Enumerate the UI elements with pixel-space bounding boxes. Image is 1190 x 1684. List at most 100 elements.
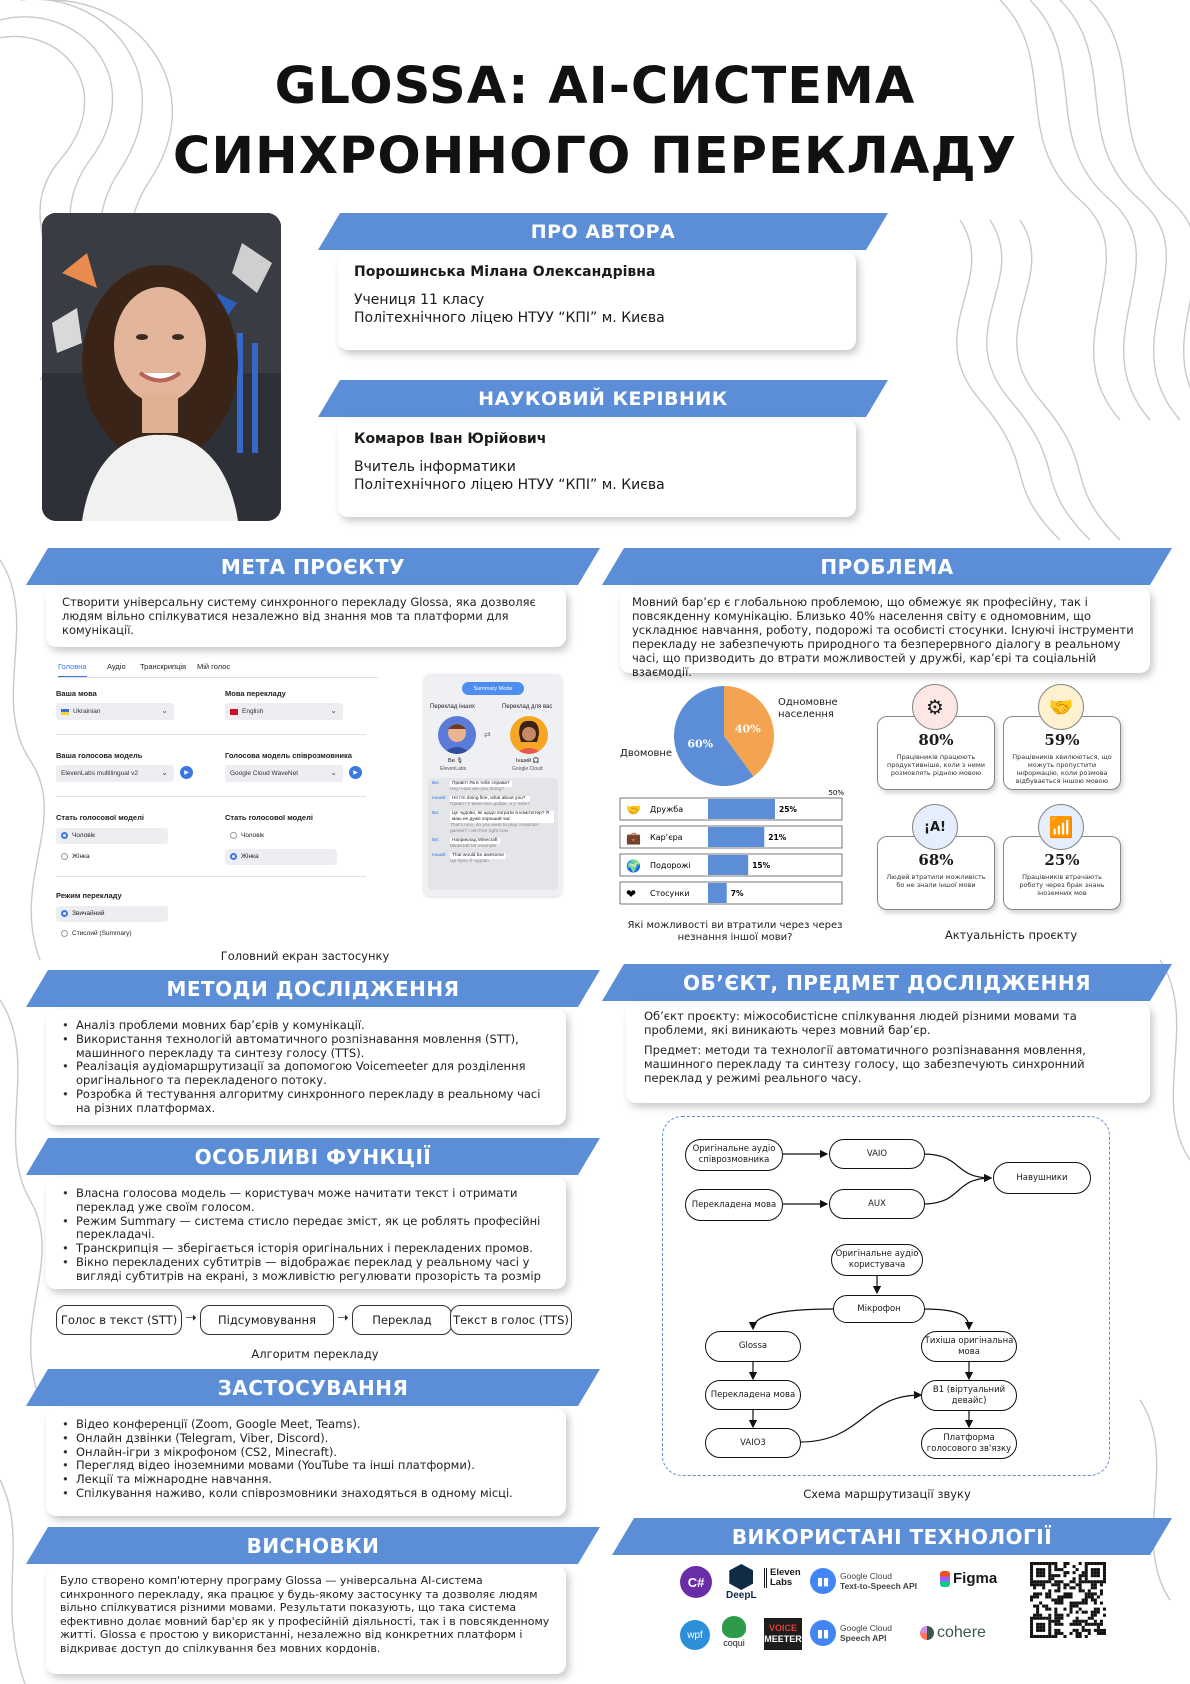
growth-chart-icon: 📶 (1038, 804, 1084, 850)
tab-audio[interactable]: Аудіо (107, 662, 126, 671)
my-gender-male[interactable]: Чоловік (56, 828, 168, 844)
node-orig-user: Оригінальне аудіо користувача (831, 1244, 923, 1276)
list-item: Лекції та міжнародне навчання. (60, 1472, 552, 1487)
my-gender-male-label: Чоловік (72, 832, 96, 840)
cohere-label: cohere (937, 1624, 986, 1641)
partner-voice-value: Google Cloud WaveNet (230, 770, 299, 777)
radio-checked-icon (61, 910, 68, 917)
handshake-icon: 🤝 (1038, 684, 1084, 730)
relevance-desc: Працівників працюють продуктивніше, коли… (886, 753, 986, 777)
supervisor-name: Комаров Іван Юрійович (354, 431, 547, 447)
tab-my-voice[interactable]: Мій голос (197, 662, 231, 671)
tech-logos: C# DeepL Eleven Labs ▮▮ Google Cloud Tex… (672, 1562, 1172, 1678)
swap-arrows-icon: ⇄ (484, 730, 491, 739)
object-text: Об’єкт проєкту: міжособистісне спілкуван… (644, 1009, 1077, 1037)
chat-speaker: Інший: (432, 853, 447, 858)
author-heading-text: ПРО АВТОРА (530, 220, 676, 243)
author-line1: Учениця 11 класу (354, 292, 485, 308)
wpf-logo-icon: wpf (680, 1620, 710, 1650)
my-voice-play-icon[interactable]: ▶ (180, 766, 193, 779)
arrow-right-icon: ➝ (337, 1310, 349, 1326)
bar-category-label: Дружба (650, 805, 683, 814)
right-col-title: Переклад для вас (502, 704, 553, 710)
my-gender-female-label: Жінка (72, 853, 90, 861)
supervisor-heading: НАУКОВИЙ КЕРІВНИК (318, 380, 888, 417)
supervisor-heading-text: НАУКОВИЙ КЕРІВНИК (478, 387, 728, 410)
frog-icon (722, 1616, 746, 1638)
coqui-logo: coqui (722, 1616, 746, 1648)
tab-transcription[interactable]: Транскрипція (140, 662, 187, 671)
applications-list: Відео конференції (Zoom, Google Meet, Te… (60, 1417, 552, 1501)
applications-card: Відео конференції (Zoom, Google Meet, Te… (46, 1408, 566, 1516)
summary-badge[interactable]: Summary Mode (462, 682, 524, 695)
chevron-down-icon: ⌄ (330, 768, 337, 777)
mode-normal[interactable]: Звичайний (56, 906, 168, 922)
partner-voice-play-icon[interactable]: ▶ (349, 766, 362, 779)
technologies-heading-text: ВИКОРИСТАНІ ТЕХНОЛОГІЇ (731, 1524, 1053, 1549)
tab-home[interactable]: Головна (58, 662, 87, 677)
relevance-pct: 59% (1044, 731, 1080, 749)
other-avatar (510, 716, 548, 754)
methods-heading: МЕТОДИ ДОСЛІДЖЕННЯ (26, 970, 600, 1007)
list-item: Використання технологій автоматичного ро… (60, 1032, 552, 1061)
translate-language-select[interactable]: English⌄ (225, 703, 343, 720)
node-vaio: VAIO (829, 1139, 925, 1169)
node-b1: B1 (віртуальний девайс) (921, 1380, 1017, 1411)
my-voice-select[interactable]: ElevenLabs multilingual v2⌄ (56, 765, 174, 782)
csharp-logo-icon: C# (680, 1566, 712, 1598)
radio-checked-icon (230, 853, 237, 860)
bar (708, 883, 727, 903)
technologies-heading: ВИКОРИСТАНІ ТЕХНОЛОГІЇ (612, 1518, 1172, 1555)
translate-language-value: English (242, 708, 264, 715)
google-stt-line2: Speech API (840, 1633, 887, 1643)
partner-gender-female[interactable]: Жінка (225, 849, 337, 865)
list-item: Вікно перекладених субтитрів — відобража… (60, 1255, 552, 1284)
chat-original: Наприклад Minecraft (450, 838, 500, 844)
routing-connectors (748, 1149, 993, 1443)
summary-panel: Summary Mode Переклад інших Переклад для… (424, 674, 562, 896)
partner-gender-male[interactable]: Чоловік (225, 828, 337, 844)
author-card: Порошинська Мілана Олександрівна Учениця… (338, 252, 856, 350)
partner-voice-select[interactable]: Google Cloud WaveNet ⌄ (225, 765, 343, 782)
list-item: Режим Summary — система стисло передає з… (60, 1214, 552, 1243)
mic-icon: 🎙 (456, 758, 464, 764)
coqui-label: coqui (723, 1638, 745, 1648)
chat-original: Hi! I'm doing fine, what about you? (450, 796, 530, 802)
cohere-logo: cohere (920, 1624, 986, 1642)
mode-label: Режим перекладу (56, 891, 122, 900)
voicemeeter-line2: MEETER (764, 1634, 802, 1644)
goal-card: Створити універсальну систему синхронног… (46, 587, 566, 647)
deepl-logo-icon (729, 1564, 754, 1590)
bar-category-label: Подорожі (650, 861, 691, 870)
bar-data-label: 7% (731, 889, 744, 898)
wpf-label: wpf (687, 1629, 703, 1641)
chat-body: Привіт! Як в тебе справи?Hey! How are yo… (450, 781, 512, 793)
chat-body: Це чудово, як щодо пограти в комп'ютер? … (450, 811, 554, 835)
chat-original: Це чудово, як щодо пограти в комп'ютер? … (450, 811, 554, 823)
my-language-select[interactable]: Ukrainian⌄ (56, 703, 174, 720)
figma-logo: Figma (940, 1570, 997, 1587)
relevance-pct: 25% (1044, 851, 1080, 869)
partner-gender-label: Стать голосової моделі (225, 813, 313, 822)
list-item: Перегляд відео іноземними мовами (YouTub… (60, 1459, 552, 1473)
algorithm-step: Голос в текст (STT) (56, 1305, 182, 1335)
mode-summary[interactable]: Стислий (Summary) (56, 926, 168, 942)
problem-heading-text: ПРОБЛЕМА (820, 554, 954, 579)
my-gender-female[interactable]: Жінка (56, 849, 168, 865)
app-mockup: Головна Аудіо Транскрипція Мій голос Ваш… (50, 656, 570, 946)
supervisor-card: Комаров Іван Юрійович Вчитель інформатик… (338, 419, 856, 517)
features-heading: ОСОБЛИВІ ФУНКЦІЇ (26, 1138, 600, 1175)
features-heading-text: ОСОБЛИВІ ФУНКЦІЇ (194, 1144, 432, 1169)
voicemeeter-line1: VOICE (768, 1623, 797, 1633)
chat-speaker: Ви: (432, 838, 440, 843)
chevron-down-icon: ⌄ (161, 768, 168, 777)
other-engine: Google Cloud (512, 766, 543, 772)
my-gender-label: Стать голосової моделі (56, 813, 144, 822)
bar (708, 855, 749, 875)
conclusions-text: Було створено комп'ютерну програму Gloss… (60, 1574, 550, 1655)
bar-category-icon: 💼 (626, 831, 641, 845)
chat-translation: That's nice, do you want to play compute… (450, 823, 539, 834)
conclusions-card: Було створено комп'ютерну програму Gloss… (46, 1566, 566, 1674)
